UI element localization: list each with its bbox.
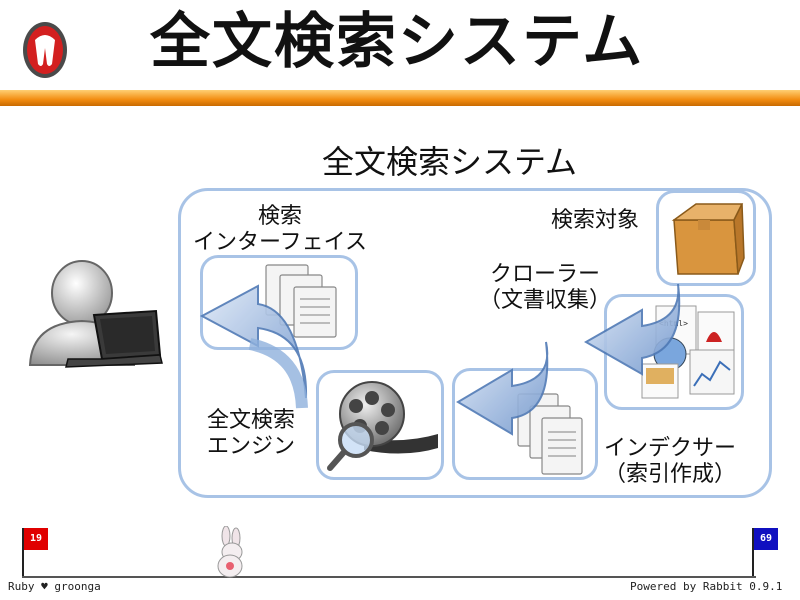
total-page-number: 69 <box>754 528 778 550</box>
indexer-label-line2: （索引作成） <box>603 462 736 487</box>
footer-right-text: Powered by Rabbit 0.9.1 <box>630 580 783 593</box>
search-engine-label: 全文検索 エンジン <box>196 408 306 460</box>
rabbit-logo-icon <box>22 20 68 80</box>
search-target-label: 検索対象 <box>550 208 639 233</box>
progress-track <box>22 576 756 578</box>
indexer-label: インデクサー （索引作成） <box>600 436 740 488</box>
user-at-laptop-icon <box>22 255 167 375</box>
indexer-label-line1: インデクサー <box>603 436 736 461</box>
footer-left-text: Ruby ♥ groonga <box>8 580 101 593</box>
film-reel-search-icon <box>324 378 442 474</box>
box-icon <box>668 198 746 278</box>
diagram-title: 全文検索システム <box>322 143 578 181</box>
search-engine-label-line2: エンジン <box>206 434 295 459</box>
rabbit-mascot-icon <box>210 525 250 578</box>
search-interface-label: 検索 インターフェイス <box>180 204 380 256</box>
web-documents-icon: <html> <box>640 302 740 402</box>
arrow-from-target-icon <box>578 280 688 390</box>
title-underline-bar <box>0 90 800 106</box>
documents-icon <box>262 263 348 343</box>
search-interface-label-line1: 検索 <box>257 204 302 229</box>
arrow-to-interface-icon <box>230 330 320 410</box>
crawler-label-line2: （文書収集） <box>478 288 611 313</box>
search-interface-label-line2: インターフェイス <box>192 230 368 255</box>
slide-title: 全文検索システム <box>150 7 645 77</box>
search-engine-label-line1: 全文検索 <box>206 408 295 433</box>
crawler-label: クローラー （文書収集） <box>470 262 620 314</box>
crawler-label-line1: クローラー <box>489 262 600 287</box>
current-page-number: 19 <box>24 528 48 550</box>
arrow-to-engine-icon <box>450 340 560 450</box>
